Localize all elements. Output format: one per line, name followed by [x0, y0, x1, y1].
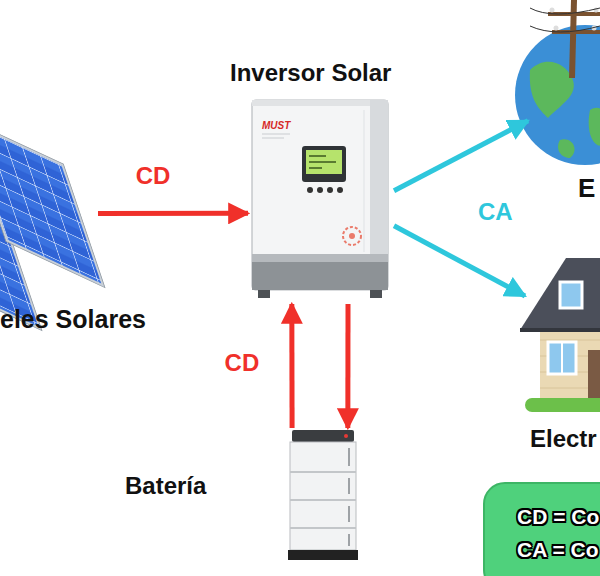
legend-box: CD = Co CA = Co: [483, 482, 600, 576]
house: [588, 350, 600, 400]
flow-arrow: [98, 211, 248, 216]
battery: [344, 434, 348, 438]
battery-node: Batería: [288, 428, 356, 563]
flow-arrow: [394, 226, 525, 296]
current-label: CA: [478, 200, 513, 224]
battery: [288, 550, 358, 560]
solar-inverter: [302, 146, 346, 182]
battery: [290, 472, 356, 528]
power-grid: [530, 8, 600, 32]
power-grid: [515, 25, 600, 165]
solar-inverter: [252, 100, 388, 290]
battery: [290, 442, 356, 550]
solar-inverter: [349, 233, 355, 239]
solar-inverter: [364, 110, 365, 252]
power-grid: [554, 26, 559, 31]
battery: [288, 430, 358, 560]
solar-inverter: [252, 100, 388, 106]
solar-inverter: [262, 134, 290, 138]
node-text: Batería: [125, 473, 206, 499]
solar-inverter: [307, 187, 313, 193]
grid-node: E: [528, 0, 600, 162]
node-text: CA = Co: [517, 538, 598, 561]
solar-inverter: [337, 187, 343, 193]
solar-inverter: [343, 227, 361, 245]
power-grid: [589, 108, 600, 146]
house: [520, 328, 600, 332]
house: [560, 282, 582, 308]
solar-inverter: [252, 262, 388, 290]
power-grid: [530, 62, 574, 118]
edge-label: CD: [225, 351, 260, 375]
battery: [292, 430, 354, 442]
solar-inverter: [370, 290, 382, 298]
house: [561, 342, 563, 374]
node-text: Electr: [530, 426, 597, 452]
edge-label: CD: [136, 164, 171, 188]
house: [520, 258, 600, 412]
power-grid: [515, 0, 600, 165]
solar-inverter: [309, 156, 336, 168]
node-text: E: [578, 174, 595, 203]
solar-panel-front: [0, 118, 105, 288]
house: [520, 258, 600, 330]
house: [540, 322, 600, 402]
power-grid: [558, 139, 574, 158]
brand-logo: MUST: [262, 121, 290, 131]
solar-inverter: [258, 290, 270, 298]
node-text: eles Solares: [0, 306, 146, 334]
solar-panel-front: [0, 118, 105, 288]
node-text: CD = Co: [517, 505, 599, 528]
flow-arrow: [394, 121, 528, 191]
power-grid: [550, 8, 555, 13]
solar-panel-front: [0, 122, 101, 283]
house: [525, 398, 600, 412]
battery: [348, 448, 350, 546]
flow-arrow: [345, 304, 350, 428]
solar-inverter: [317, 187, 323, 193]
solar-inverter: [252, 100, 388, 298]
panel-node: eles Solares: [0, 128, 98, 278]
solar-inverter: [327, 187, 333, 193]
house: [548, 342, 576, 374]
solar-inverter: [306, 150, 342, 174]
power-grid: [572, 0, 574, 78]
house-node: Electr: [525, 245, 600, 415]
flow-arrow: [289, 304, 294, 428]
node-text: Inversor Solar: [230, 60, 391, 86]
solar-inverter: [252, 254, 388, 262]
